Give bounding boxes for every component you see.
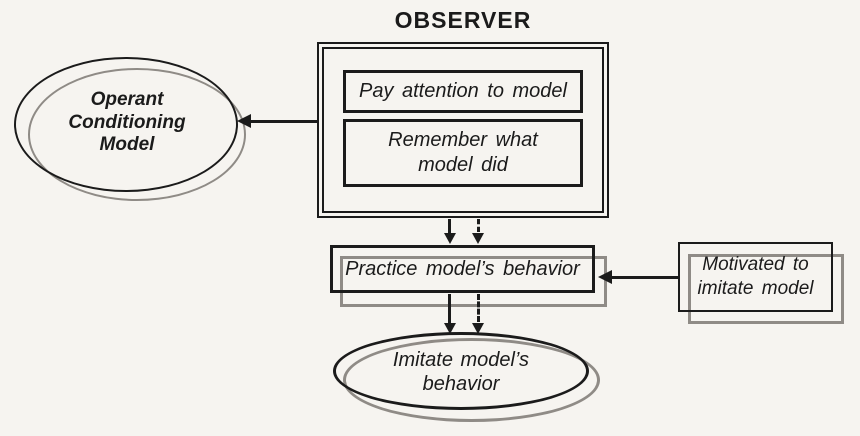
operant-line-1: Operant bbox=[90, 88, 164, 110]
remember-line-2: model did bbox=[418, 154, 508, 176]
operant-line-3: Model bbox=[99, 134, 155, 156]
observer-title: OBSERVER bbox=[394, 7, 532, 33]
motivated-box: Motivated to imitate model bbox=[678, 242, 833, 312]
remember-label: Remember what model did bbox=[388, 128, 538, 178]
arrow-motivated-to-practice-shaft bbox=[612, 276, 678, 279]
arrow-observer-to-operant-head-icon bbox=[237, 114, 251, 128]
imitate-line-1: Imitate model’s bbox=[392, 349, 530, 371]
arrow-dashed-practice-to-imitate-head-icon bbox=[472, 323, 484, 334]
practice-label: Practice model’s behavior bbox=[345, 257, 580, 280]
arrow-motivated-to-practice-head-icon bbox=[598, 270, 612, 284]
pay-attention-box: Pay attention to model bbox=[343, 70, 583, 113]
arrow-dashed-observer-to-practice-head-icon bbox=[472, 233, 484, 244]
remember-box: Remember what model did bbox=[343, 119, 583, 187]
arrow-solid-practice-to-imitate-shaft bbox=[448, 294, 451, 324]
imitate-behavior-label: Imitate model’s behavior bbox=[371, 348, 551, 396]
remember-line-1: Remember what bbox=[388, 129, 538, 151]
motivated-box-shadow bbox=[688, 254, 844, 324]
operant-line-2: Conditioning bbox=[68, 111, 186, 133]
arrow-solid-observer-to-practice-shaft bbox=[448, 219, 451, 234]
motivated-line-2: imitate model bbox=[697, 278, 814, 299]
motivated-line-1: Motivated to bbox=[702, 254, 809, 276]
pay-attention-label: Pay attention to model bbox=[358, 80, 567, 102]
observer-box bbox=[317, 42, 609, 218]
arrow-dashed-practice-to-imitate-shaft bbox=[477, 294, 480, 322]
arrow-observer-to-operant-shaft bbox=[251, 120, 318, 123]
practice-box: Practice model’s behavior bbox=[330, 245, 595, 293]
operant-conditioning-label: Operant Conditioning Model bbox=[37, 84, 217, 162]
imitate-ellipse bbox=[333, 332, 589, 410]
imitate-line-2: behavior bbox=[422, 373, 500, 395]
arrow-solid-observer-to-practice-head-icon bbox=[444, 233, 456, 244]
motivated-label: Motivated to imitate model bbox=[698, 253, 814, 301]
arrow-solid-practice-to-imitate-head-icon bbox=[444, 323, 456, 334]
arrow-dashed-observer-to-practice-shaft bbox=[477, 219, 480, 232]
